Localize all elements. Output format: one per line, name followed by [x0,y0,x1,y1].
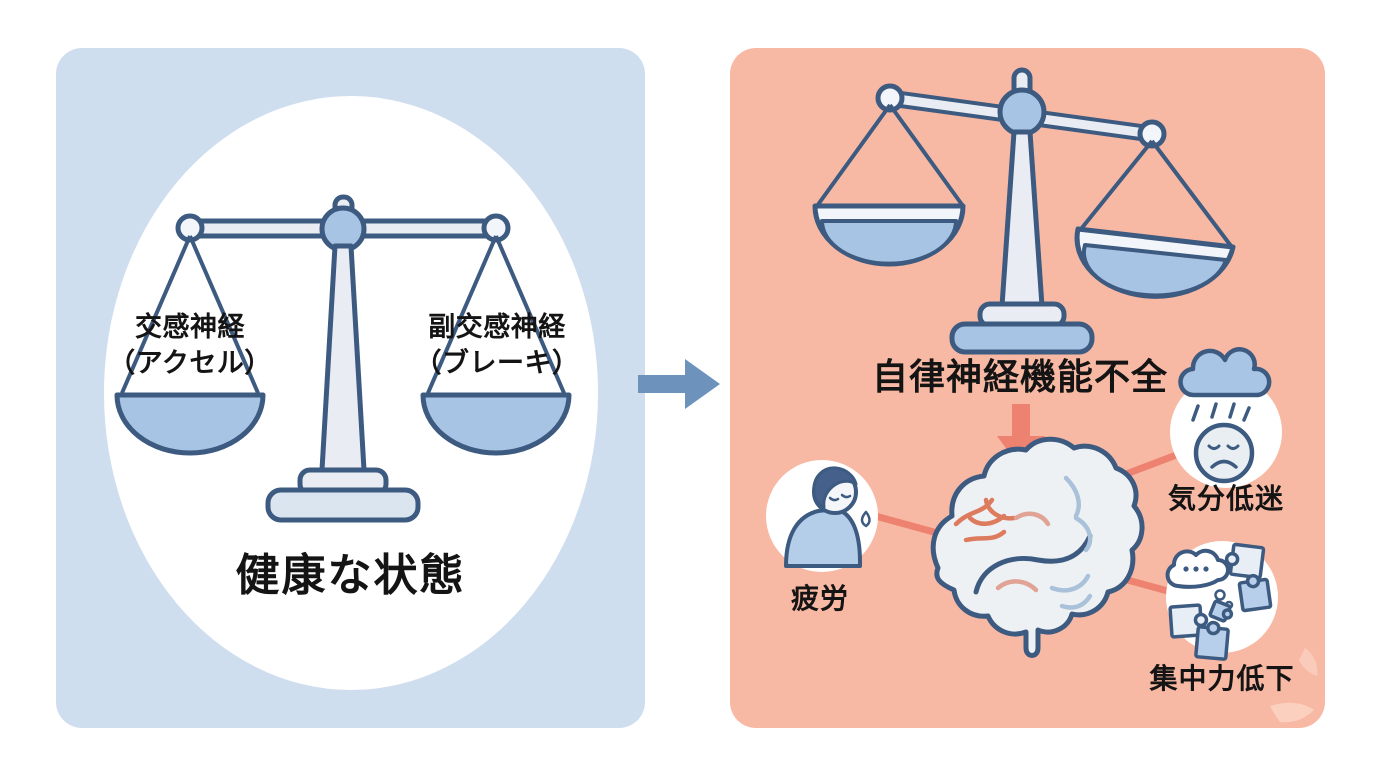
thought-dot [1203,566,1209,572]
right-arrow-icon [638,359,720,409]
person-hair [812,466,858,509]
corner-decoration-2 [1299,648,1318,676]
thought-bubble [1214,589,1226,601]
scale-strings [815,103,1233,248]
thought-dot [1193,566,1199,572]
rain-cloud-sad-face-icon [1170,347,1282,488]
scale-right-joint [1137,119,1167,149]
sad-eyes [1207,444,1240,450]
scale-strings [120,235,566,394]
brain-vessels-pink [995,511,1051,593]
brain-icon [930,436,1145,658]
unbalanced-scale-icon [812,67,1236,355]
balanced-scale-icon [104,96,598,690]
parasympathetic-label-line1: 副交感神経 [428,312,566,343]
parasympathetic-label-line2: （ブレーキ） [414,348,580,379]
fatigue-label: 疲労 [790,582,849,615]
corner-decoration [1270,702,1314,723]
tired-person-icon [766,460,878,572]
healthy-state-caption: 健康な状態 [235,550,466,601]
scale-right-pan [420,392,572,456]
concentration-label: 集中力低下 [1149,662,1295,695]
scale-pedestal-base [949,321,1095,355]
rain-drops [1191,402,1251,422]
brain-vessels [953,475,1093,610]
thought-cloud-puzzle-icon [1165,541,1278,661]
sympathetic-label: 交感神経 （アクセル） [80,310,300,382]
balance-scale [114,194,572,523]
mood-label: 気分低迷 [1167,482,1284,515]
sad-face [1193,422,1255,484]
rain-cloud [1178,347,1272,398]
healthy-state-panel: 交感神経 （アクセル） 副交感神経 （ブレーキ） 健康な状態 [56,48,645,728]
left-pan-bowl [820,219,958,266]
person-closed-eyes [828,493,852,502]
parasympathetic-label: 副交感神経 （ブレーキ） [387,310,607,382]
brain-vessels-blue [1049,475,1093,610]
dysfunction-title: 自律神経機能不全 [871,357,1168,398]
scale-left-joint [875,83,905,113]
sweat-drop [860,510,871,528]
dysfunction-panel: 自律神経機能不全 疲労 気分低迷 集中力低下 [730,48,1325,728]
sympathetic-label-line1: 交感神経 [135,312,245,343]
scale-pedestal-base [265,487,421,523]
brain-lobe-divider [973,533,1093,595]
brain-vessels-red [953,497,1017,543]
right-pan-bowl [1081,243,1228,298]
sad-mouth [1210,459,1238,469]
scale-left-pan [114,392,266,456]
thought-dot [1183,566,1189,572]
dysfunction-graphics [766,67,1318,723]
sympathetic-label-line2: （アクセル） [108,348,272,379]
scale-hub [997,87,1047,137]
scale-post [999,129,1045,309]
brain-outline [930,436,1145,658]
down-arrow-icon [997,404,1045,469]
puzzle-pieces [1168,542,1273,661]
